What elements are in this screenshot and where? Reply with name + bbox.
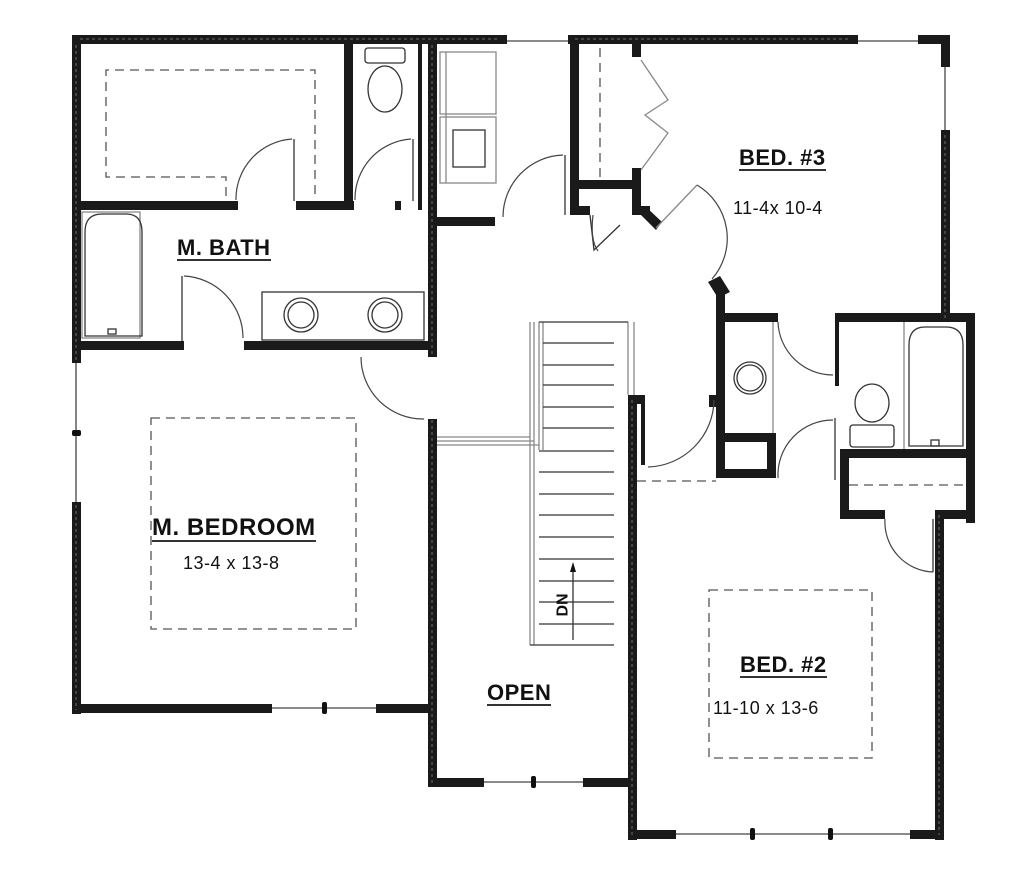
wall-hatching [75,38,946,835]
staircase [437,321,635,646]
stair-direction-label: DN [554,593,572,617]
laundry-fixtures [439,51,566,218]
room-dimensions-m-bedroom: 13-4 x 13-8 [183,553,280,573]
bed2-bed-outline [708,589,873,759]
room-label-m-bath: M. BATH [177,235,271,262]
bath2-fixtures [637,321,966,573]
room-dimensions-bed-2: 11-10 x 13-6 [713,698,819,718]
room-label-bed-2: BED. #2 [740,652,827,679]
room-label-m-bedroom: M. BEDROOM [152,514,316,543]
room-dimensions-bed-3: 11-4x 10-4 [733,198,823,218]
master-bath-fixtures [81,47,425,420]
bed3-closet [589,48,728,280]
m-bedroom-bed-outline [150,417,357,630]
windows [72,40,946,840]
room-label-bed-3: BED. #3 [739,145,826,172]
room-label-open: OPEN [487,680,552,707]
